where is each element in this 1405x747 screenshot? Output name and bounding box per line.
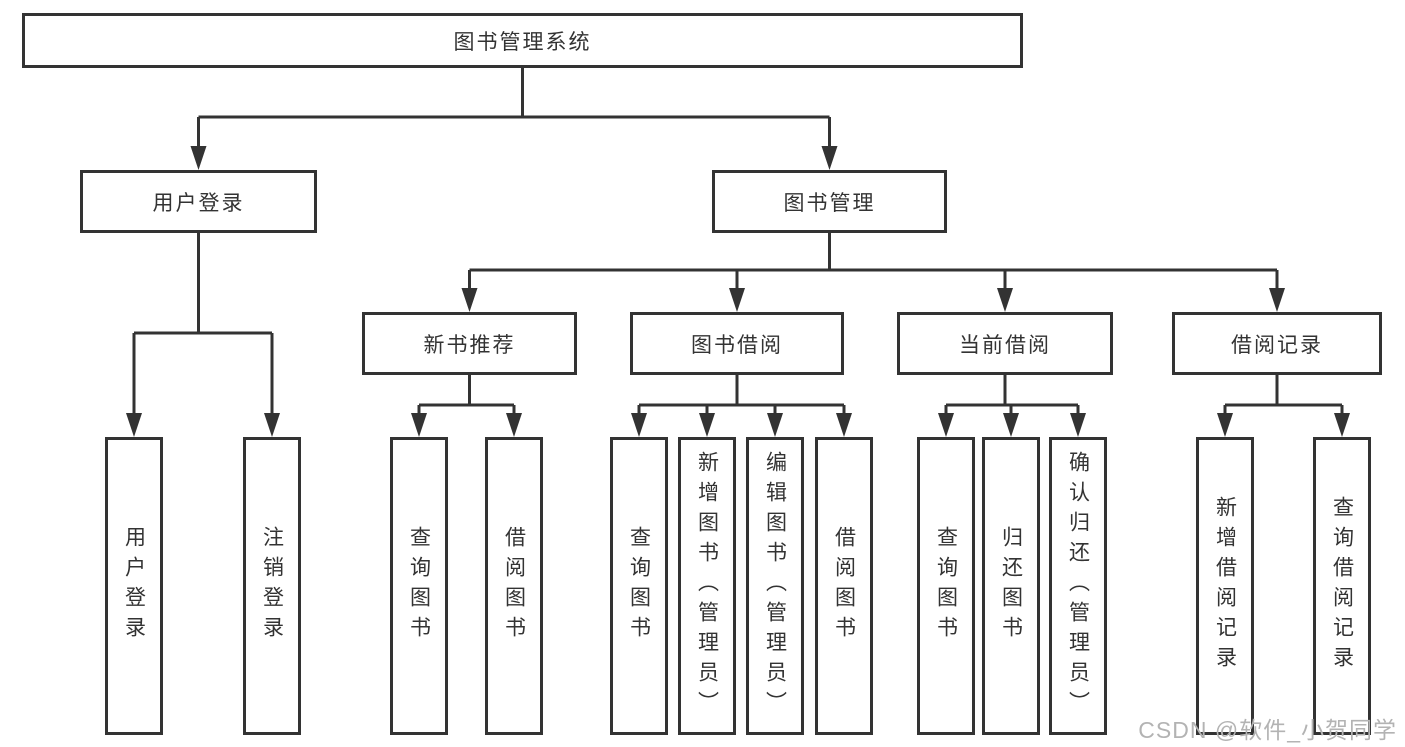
leaf-user-login-label: 用户登录 (122, 526, 146, 646)
leaf-query-books-3-label: 查询图书 (934, 526, 958, 646)
node-library-system: 图书管理系统 (22, 13, 1023, 68)
leaf-confirm-return-admin-label: 确认归还（管理员） (1066, 451, 1090, 721)
leaf-logout-login-label: 注销登录 (260, 526, 284, 646)
node-borrow-records: 借阅记录 (1172, 312, 1382, 375)
leaf-query-books-2: 查询图书 (610, 437, 668, 735)
leaf-borrow-books-2: 借阅图书 (815, 437, 873, 735)
leaf-add-book-admin-label: 新增图书（管理员） (695, 451, 719, 721)
leaf-query-borrow-record: 查询借阅记录 (1313, 437, 1371, 735)
leaf-edit-book-admin: 编辑图书（管理员） (746, 437, 804, 735)
leaf-return-book-label: 归还图书 (999, 526, 1023, 646)
leaf-return-book: 归还图书 (982, 437, 1040, 735)
node-book-management: 图书管理 (712, 170, 947, 233)
leaf-borrow-books-2-label: 借阅图书 (832, 526, 856, 646)
leaf-edit-book-admin-label: 编辑图书（管理员） (763, 451, 787, 721)
leaf-query-books-1-label: 查询图书 (407, 526, 431, 646)
node-book-borrow: 图书借阅 (630, 312, 844, 375)
node-user-login: 用户登录 (80, 170, 317, 233)
leaf-query-books-1: 查询图书 (390, 437, 448, 735)
leaf-add-borrow-record: 新增借阅记录 (1196, 437, 1254, 735)
watermark: CSDN @软件_小贺同学 (1138, 717, 1397, 743)
node-new-book-recommend: 新书推荐 (362, 312, 577, 375)
leaf-user-login: 用户登录 (105, 437, 163, 735)
leaf-query-borrow-record-label: 查询借阅记录 (1330, 496, 1354, 676)
leaf-query-books-3: 查询图书 (917, 437, 975, 735)
node-current-borrow: 当前借阅 (897, 312, 1113, 375)
leaf-logout-login: 注销登录 (243, 437, 301, 735)
leaf-add-borrow-record-label: 新增借阅记录 (1213, 496, 1237, 676)
leaf-borrow-books-1-label: 借阅图书 (502, 526, 526, 646)
leaf-confirm-return-admin: 确认归还（管理员） (1049, 437, 1107, 735)
leaf-add-book-admin: 新增图书（管理员） (678, 437, 736, 735)
leaf-query-books-2-label: 查询图书 (627, 526, 651, 646)
leaf-borrow-books-1: 借阅图书 (485, 437, 543, 735)
